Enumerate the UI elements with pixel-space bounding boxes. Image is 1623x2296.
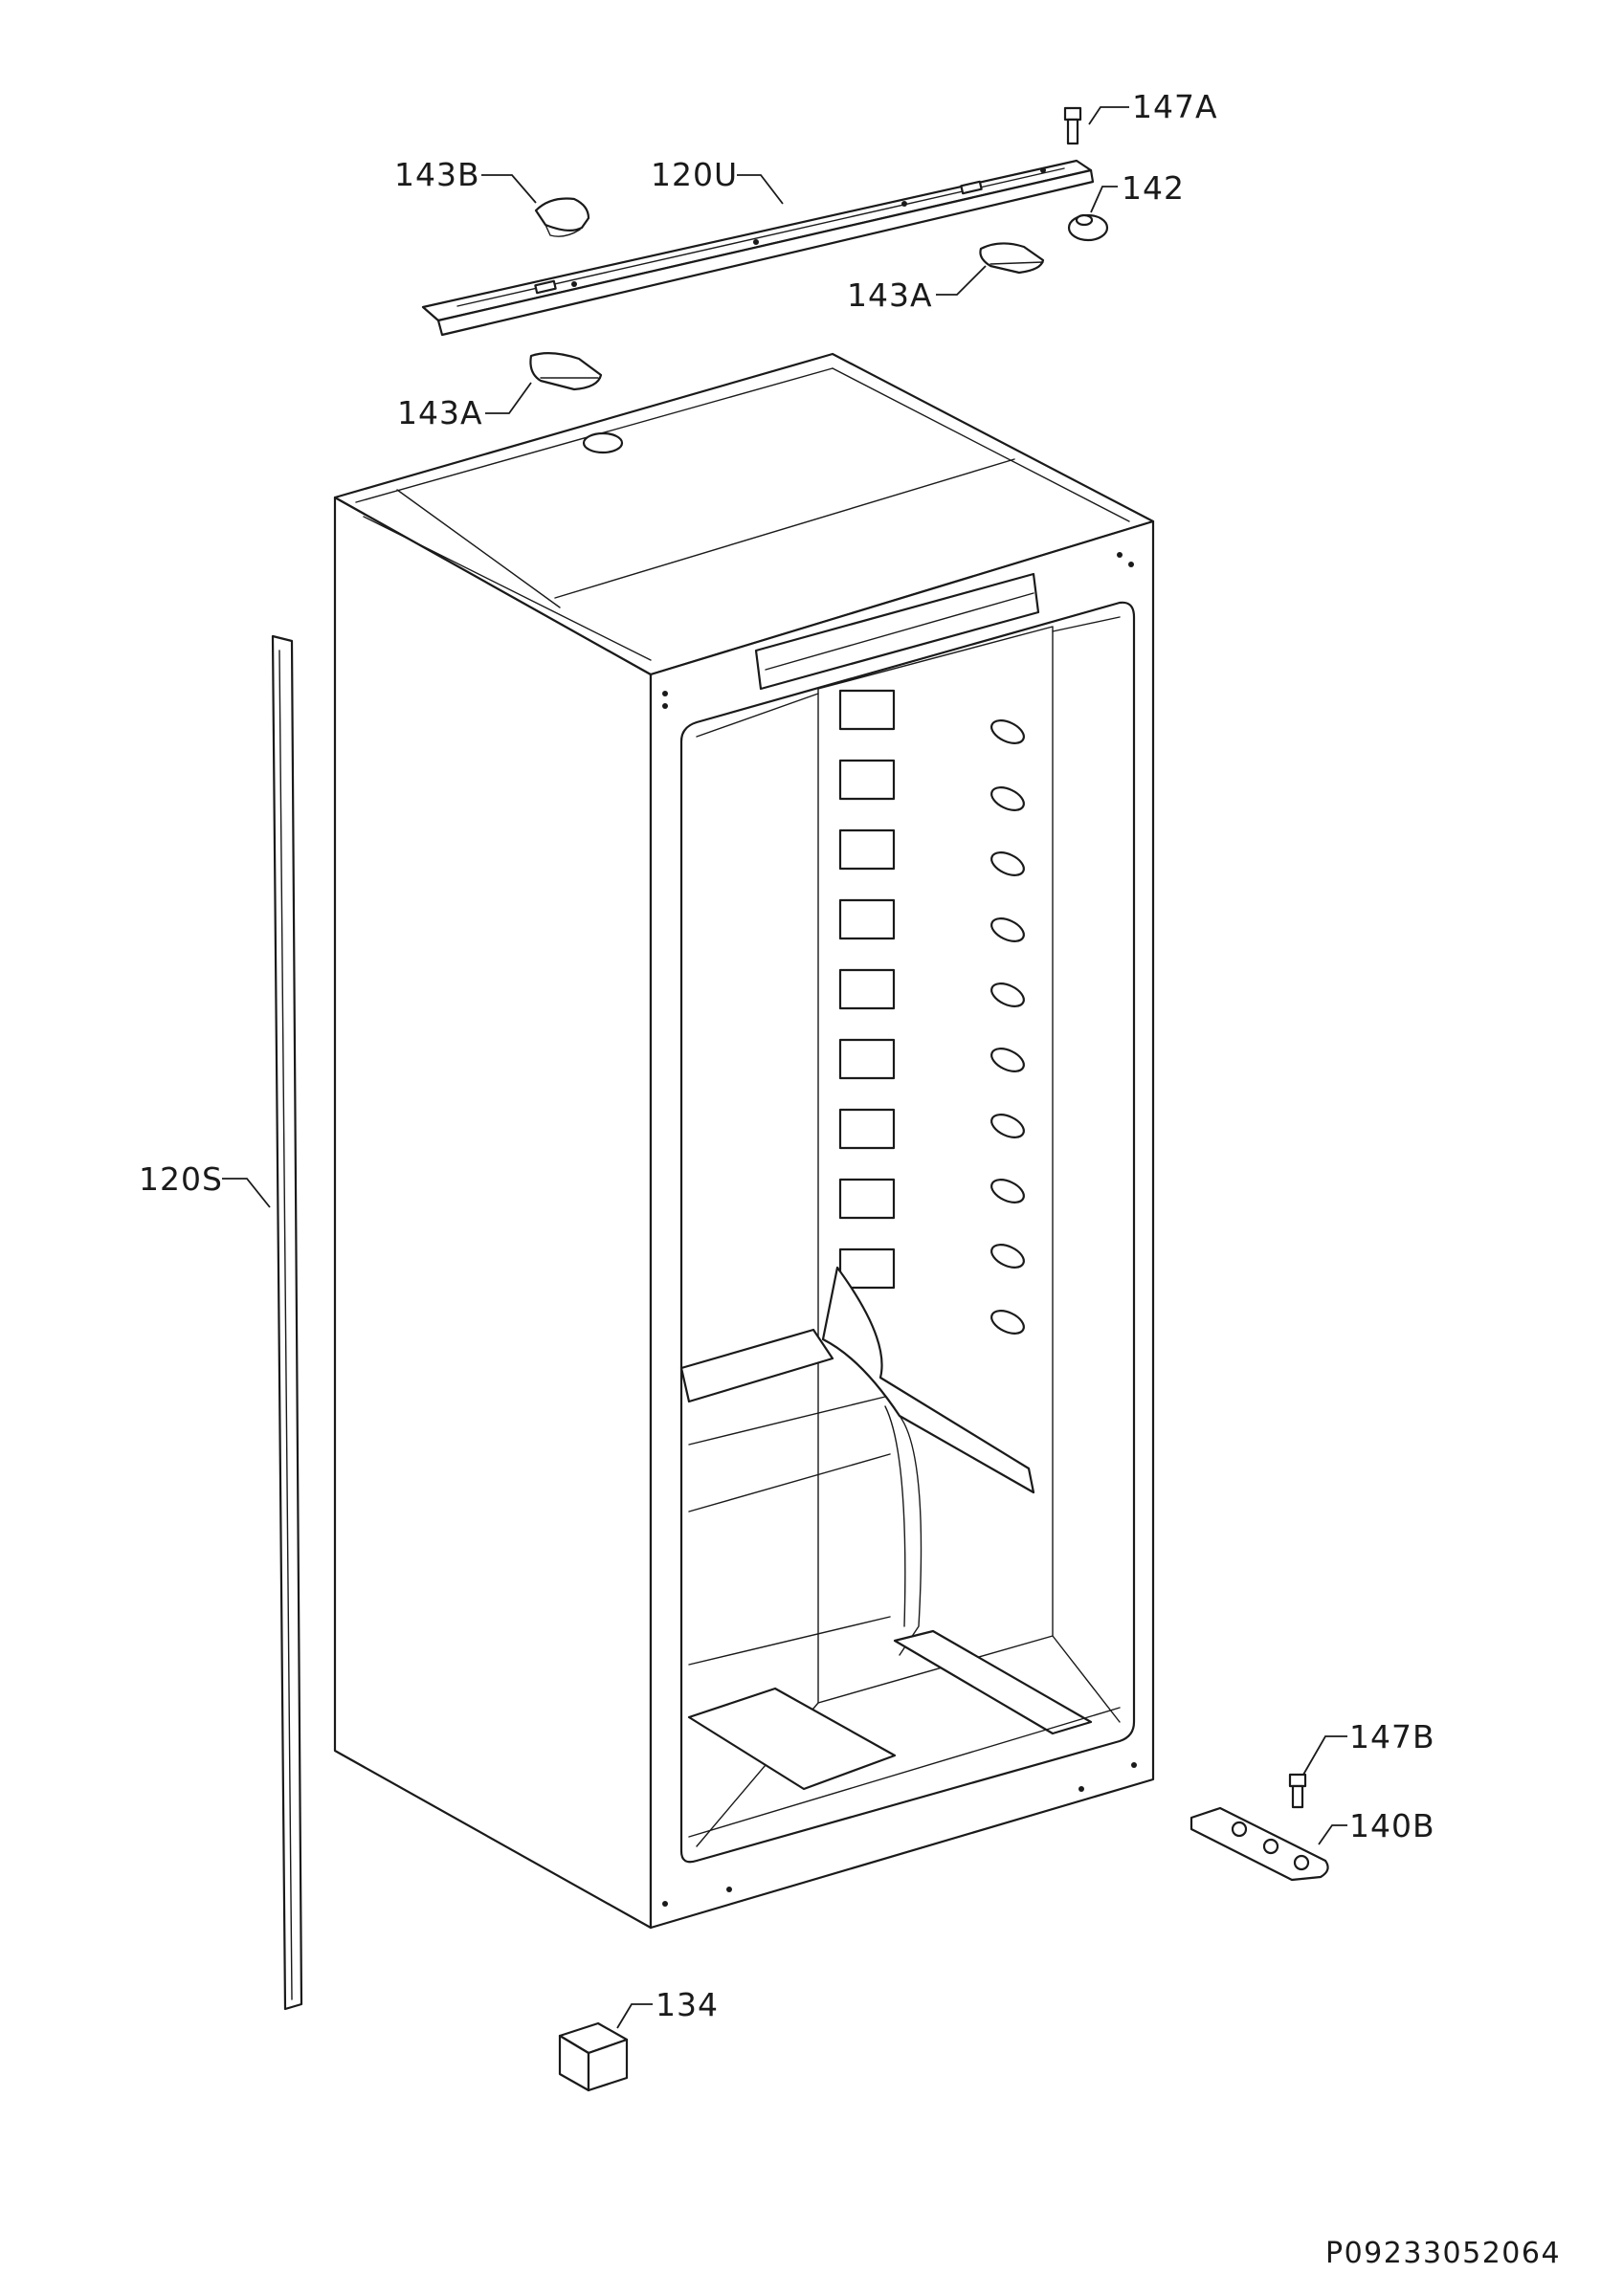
part-140B-hinge-plate (1189, 1806, 1329, 1882)
part-143A-right-clip (979, 242, 1045, 275)
document-id: P09233052064 (1325, 2237, 1561, 2270)
part-147B-screw (1288, 1773, 1307, 1809)
label-120S: 120S (139, 1160, 223, 1198)
part-120S-seal-strip (271, 634, 303, 2011)
part-labels: 147A 142 143B 120U 143A 143A 120S 147B 1… (139, 88, 1435, 2023)
label-143A-left: 143A (397, 394, 483, 431)
inner-divider-channel (821, 1266, 1035, 1494)
shelf-supports-left (838, 689, 896, 1290)
part-143B-cap (534, 197, 590, 237)
part-120U-top-rail (421, 159, 1095, 337)
label-142: 142 (1122, 169, 1185, 207)
part-134-foot (558, 2021, 629, 2092)
cabinet-body (333, 352, 1155, 1930)
part-143A-left-clip (529, 352, 603, 391)
floor-plate-right (893, 1629, 1093, 1735)
label-147A: 147A (1132, 88, 1218, 125)
part-147A-screw (1063, 106, 1082, 145)
leader-lines (222, 106, 1347, 2029)
shelf-supports-right (990, 719, 1025, 1335)
label-140B: 140B (1349, 1807, 1435, 1844)
label-143B: 143B (394, 156, 480, 193)
part-142-bushing (1067, 213, 1109, 242)
cabinet-left-side (333, 496, 653, 1930)
floor-plate-left (687, 1687, 897, 1791)
label-143A-right: 143A (847, 276, 933, 314)
inner-divider-left (679, 1328, 834, 1403)
label-147B: 147B (1349, 1718, 1435, 1755)
label-120U: 120U (651, 156, 738, 193)
label-134: 134 (656, 1986, 719, 2023)
front-frame-screws (662, 552, 1137, 1907)
top-hole (582, 431, 624, 454)
cabinet-inner-liner (679, 601, 1136, 1864)
